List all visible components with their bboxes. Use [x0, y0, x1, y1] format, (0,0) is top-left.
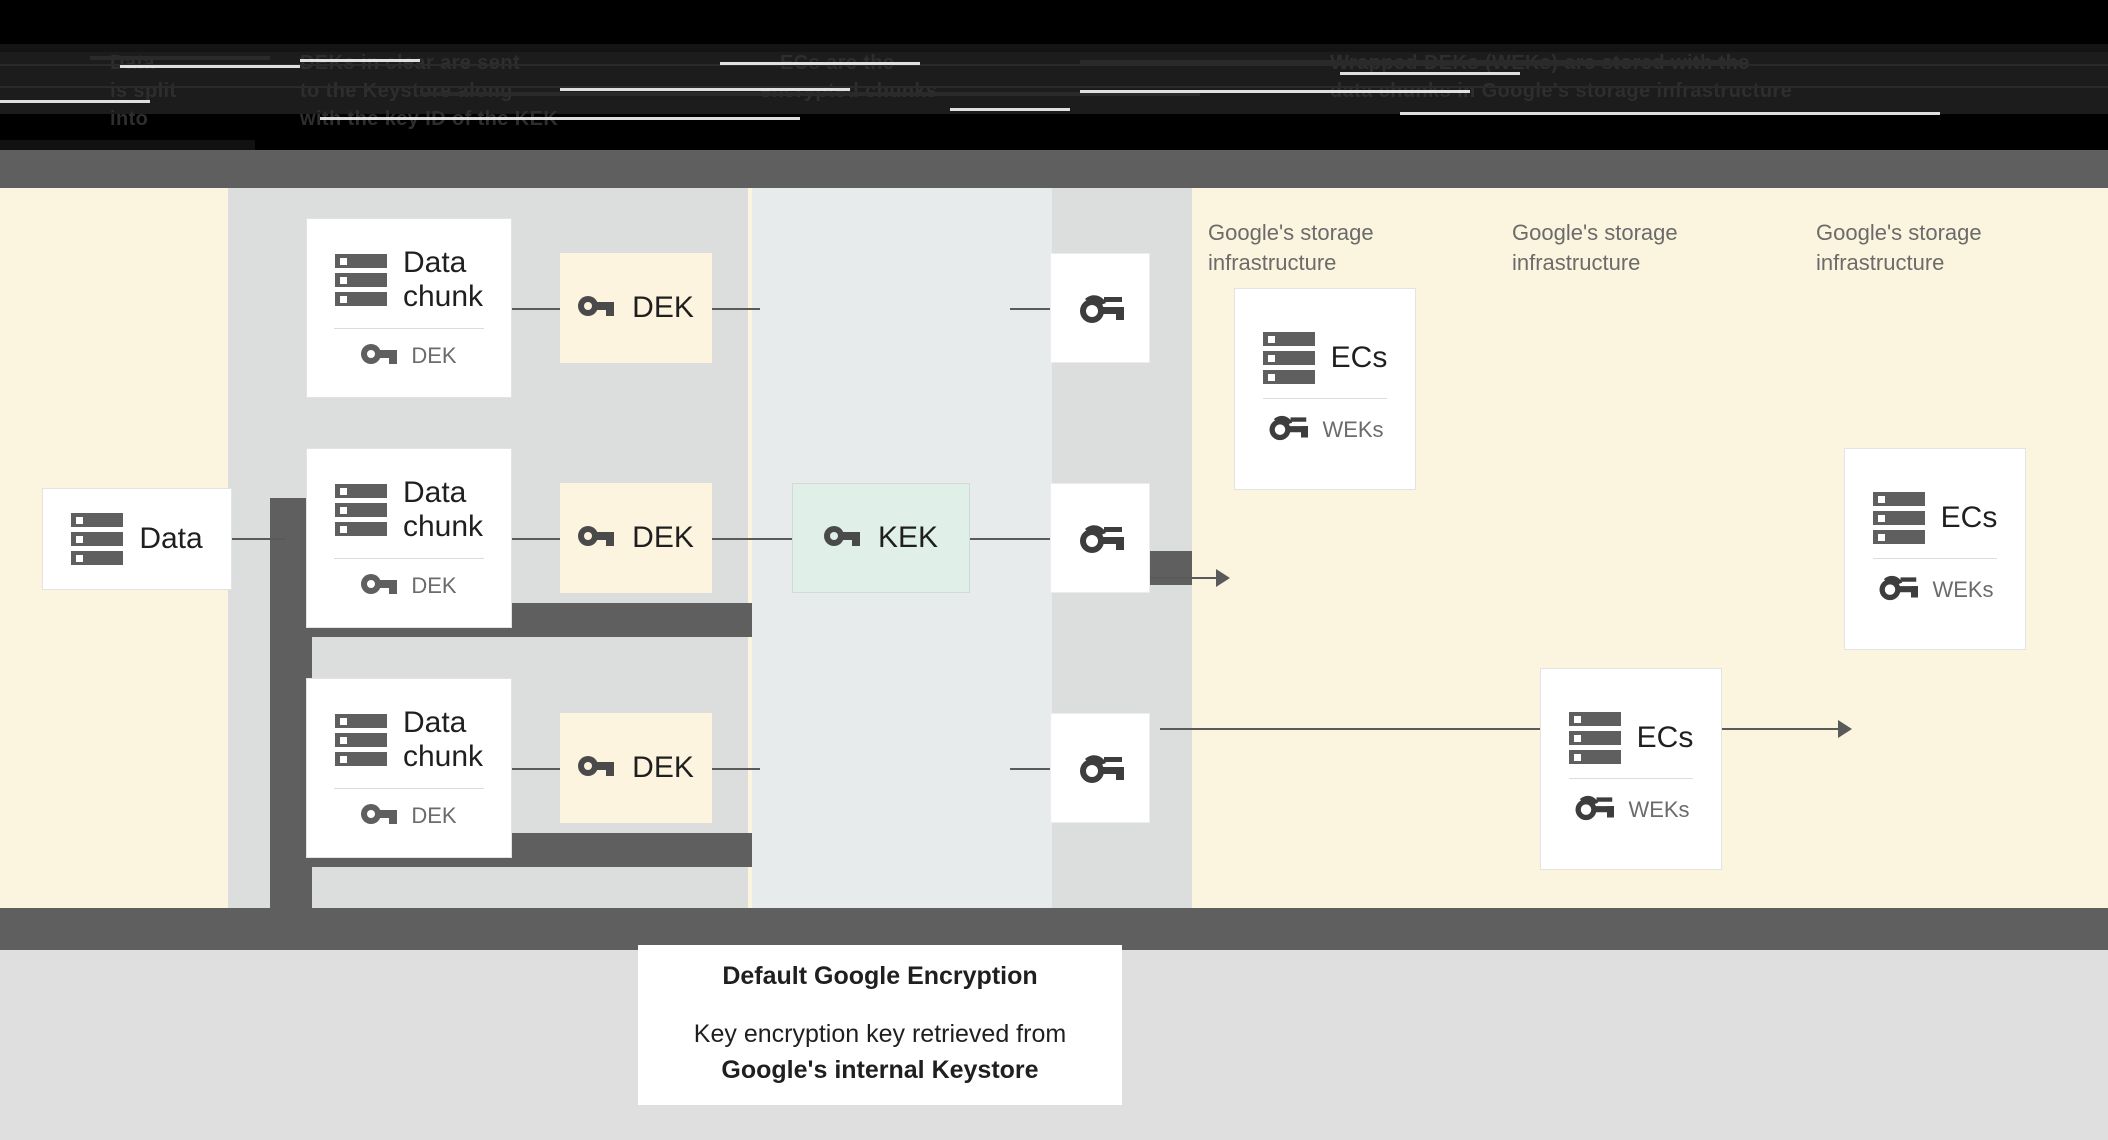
line-kek-to-wk2 [970, 538, 1050, 540]
tile-wrapped-key-2[interactable] [1050, 483, 1150, 593]
arrowhead-ec1 [1216, 569, 1230, 587]
card-divider [1873, 558, 1997, 559]
chunk-key-label: DEK [411, 573, 457, 599]
line-dek3-to-kekband [712, 768, 760, 770]
chip-dek-1[interactable]: DEK [560, 253, 712, 363]
footer-dark-strip [0, 908, 2108, 950]
ecs-title-row: ECs [1568, 712, 1694, 764]
tile-wrapped-key-3[interactable] [1050, 713, 1150, 823]
key-icon [361, 803, 398, 830]
card-divider [334, 557, 484, 559]
arrowhead-ec3 [1838, 720, 1852, 738]
storage-icon [71, 513, 124, 565]
chunk-key-row: DEK [361, 573, 457, 600]
line-wk2-to-ec3 [1160, 728, 1850, 730]
storage-icon [1872, 492, 1925, 544]
line-chunk2-to-dek2 [512, 538, 560, 540]
card-ecs-3[interactable]: ECs WEKs [1844, 448, 2026, 650]
infra-label-1: Google's storage infrastructure [1208, 220, 1374, 276]
chip-dek-label: DEK [632, 751, 694, 784]
wrapped-key-icon [1080, 525, 1124, 553]
caption-subtitle: Key encryption key retrieved from Google… [694, 1017, 1066, 1088]
ecs-title: ECs [1940, 501, 1998, 535]
chip-dek-label: DEK [632, 291, 694, 324]
ecs-key-row: WEKs [1266, 413, 1384, 446]
ecs-title-row: ECs [1872, 492, 1998, 544]
ecs-title: ECs [1330, 341, 1388, 375]
storage-icon [334, 484, 387, 536]
wrapped-key-icon [1080, 295, 1124, 323]
card-divider [1569, 778, 1693, 779]
card-divider [334, 787, 484, 789]
chip-dek-2[interactable]: DEK [560, 483, 712, 593]
storage-icon [334, 714, 387, 766]
chunk-key-row: DEK [361, 343, 457, 370]
ecs-key-row: WEKs [1572, 793, 1690, 826]
ecs-key-label: WEKs [1322, 416, 1384, 442]
infra-label-2: Google's storage infrastructure [1512, 220, 1678, 276]
header-notch [0, 140, 255, 152]
wrapped-key-icon [1572, 793, 1615, 826]
card-divider [334, 327, 484, 329]
caption-card: Default Google Encryption Key encryption… [638, 945, 1122, 1105]
obscured-header-band: Data DEKs in clear are sent ECs are the … [0, 0, 2108, 150]
tile-wrapped-key-1[interactable] [1050, 253, 1150, 363]
storage-icon [1568, 712, 1621, 764]
ecs-key-label: WEKs [1932, 576, 1994, 602]
header-gray-strip [0, 150, 2108, 188]
card-divider [1263, 398, 1387, 399]
data-source-label: Data [139, 522, 203, 556]
chunk-key-label: DEK [411, 803, 457, 829]
key-icon [578, 291, 615, 325]
caption-line-2: Google's internal Keystore [721, 1055, 1039, 1084]
card-ecs-1[interactable]: ECs WEKs [1234, 288, 1416, 490]
line-chunk3-to-dek3 [512, 768, 560, 770]
line-kekband-to-wk3 [1010, 768, 1050, 770]
line-dek1-to-kekband [712, 308, 760, 310]
storage-icon [1262, 332, 1315, 384]
splitter-trunk [270, 498, 312, 958]
key-icon [578, 521, 615, 555]
key-icon [823, 521, 860, 555]
line-dek2-to-kek [712, 538, 792, 540]
data-source-row: Data [71, 513, 203, 565]
card-data-source[interactable]: Data [42, 488, 232, 590]
infra-label-3: Google's storage infrastructure [1816, 220, 1982, 276]
line-kekband-to-wk1 [1010, 308, 1050, 310]
key-icon [361, 573, 398, 600]
wrapped-key-icon [1876, 573, 1919, 606]
caption-title: Default Google Encryption [722, 962, 1038, 990]
line-wk1-to-ec1 [1098, 577, 1228, 579]
chunk-key-label: DEK [411, 343, 457, 369]
key-icon [578, 751, 615, 785]
band-source-sliver [228, 450, 268, 570]
chip-kek-label: KEK [877, 521, 939, 554]
chip-dek-3[interactable]: DEK [560, 713, 712, 823]
wrapped-key-icon [1080, 755, 1124, 783]
card-ecs-2[interactable]: ECs WEKs [1540, 668, 1722, 870]
ecs-key-row: WEKs [1876, 573, 1994, 606]
line-data-to-split [228, 538, 286, 540]
key-icon [361, 343, 398, 370]
line-chunk1-to-dek1 [512, 308, 560, 310]
chunk-key-row: DEK [361, 803, 457, 830]
ecs-key-label: WEKs [1628, 796, 1690, 822]
wrapped-key-icon [1266, 413, 1309, 446]
storage-icon [334, 254, 387, 306]
chip-kek[interactable]: KEK [792, 483, 970, 593]
ecs-title: ECs [1636, 721, 1694, 755]
caption-line-1: Key encryption key retrieved from [693, 1020, 1067, 1048]
chip-dek-label: DEK [632, 521, 694, 554]
ecs-title-row: ECs [1262, 332, 1388, 384]
